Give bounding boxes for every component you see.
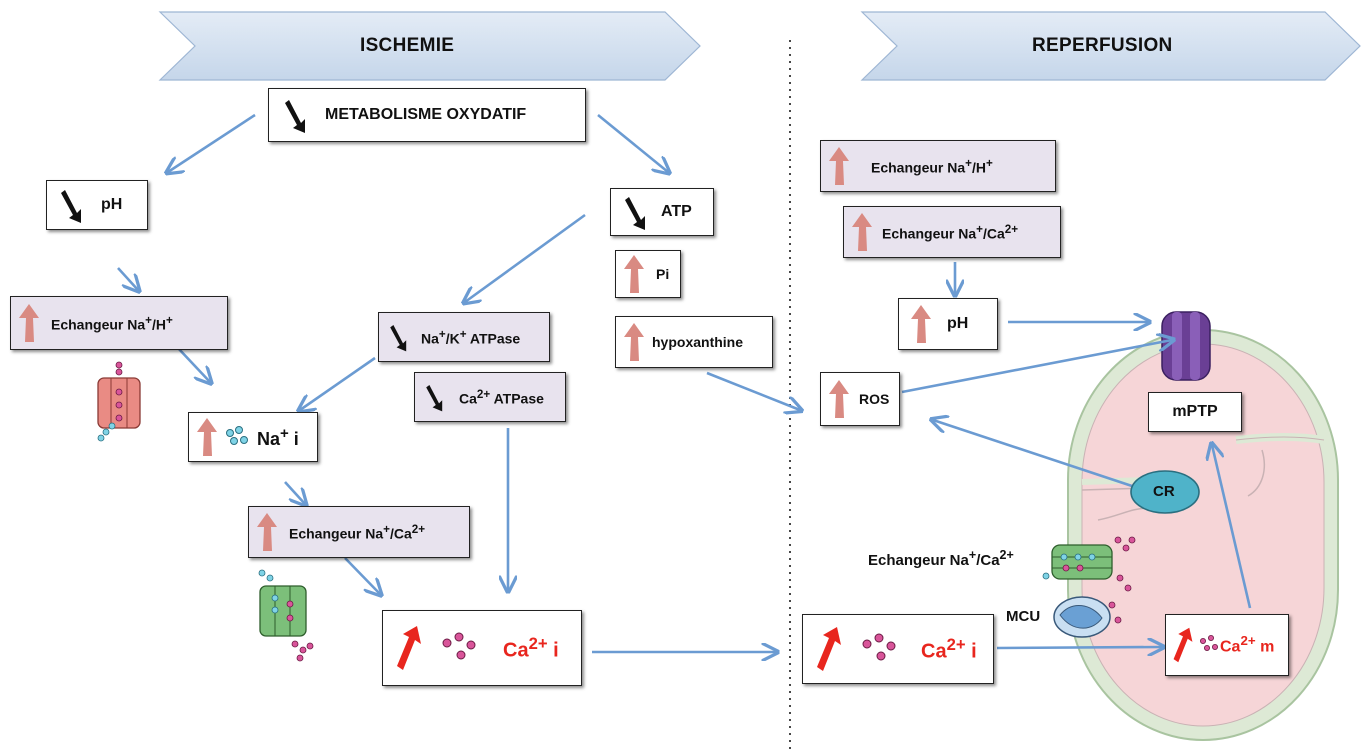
red-up-arrow-icon bbox=[1173, 627, 1193, 663]
na-i-box: Na+ i bbox=[188, 412, 318, 462]
mcu-label: MCU bbox=[1006, 608, 1041, 625]
nah-label: Echangeur Na+/H+ bbox=[51, 313, 173, 333]
rep-ph-box: pH bbox=[898, 298, 998, 350]
pi-box: Pi bbox=[615, 250, 681, 298]
ca-m-label: Ca2+ m bbox=[1220, 633, 1275, 656]
ischemie-title: ISCHEMIE bbox=[360, 35, 455, 56]
ischemie-banner bbox=[158, 11, 701, 81]
nah-exchanger-illustration bbox=[97, 361, 141, 442]
up-arrow-icon bbox=[829, 147, 849, 185]
up-arrow-icon bbox=[197, 418, 217, 456]
ph-label: pH bbox=[101, 196, 123, 213]
down-arrow-icon bbox=[625, 197, 645, 230]
reperfusion-title: REPERFUSION bbox=[1032, 35, 1173, 56]
hypoxanthine-label: hypoxanthine bbox=[652, 334, 744, 350]
up-arrow-icon bbox=[852, 213, 872, 251]
down-arrow-icon bbox=[390, 325, 407, 352]
arrow-ros-mptp bbox=[901, 340, 1172, 394]
mito-naca-label: Echangeur Na+/Ca2+ bbox=[868, 548, 1014, 569]
arrow-metab-atp bbox=[597, 113, 668, 172]
arrow-nai-naca bbox=[284, 481, 305, 504]
rep-ca-i-box: Ca2+ i bbox=[802, 614, 994, 684]
hypoxanthine-box: hypoxanthine bbox=[615, 316, 773, 368]
up-arrow-icon bbox=[19, 304, 39, 342]
naca-exchanger-illustration bbox=[258, 569, 314, 662]
cr-label: CR bbox=[1153, 483, 1175, 500]
down-arrow-icon bbox=[61, 190, 81, 223]
arrow-naca-cai bbox=[344, 557, 380, 594]
rep-ph-label: pH bbox=[947, 315, 969, 332]
up-arrow-icon bbox=[624, 323, 644, 361]
arrow-hypox-ros bbox=[706, 371, 800, 410]
mptp-channel bbox=[1161, 311, 1211, 381]
arrow-atp-nak bbox=[465, 213, 586, 302]
sodium-ions-icon bbox=[226, 426, 248, 445]
ca-atpase-label: Ca2+ ATPase bbox=[459, 387, 544, 407]
ros-box: ROS bbox=[820, 372, 900, 426]
ros-label: ROS bbox=[859, 391, 890, 407]
na-i-label: Na+ i bbox=[257, 424, 299, 449]
metabolisme-label: METABOLISME OXYDATIF bbox=[325, 106, 527, 123]
nak-atpase-box: Na+/K+ ATPase bbox=[378, 312, 550, 362]
arrow-metab-ph bbox=[168, 113, 256, 172]
up-arrow-icon bbox=[911, 305, 931, 343]
calcium-ions-icon bbox=[442, 632, 476, 660]
cr-complex bbox=[1130, 470, 1200, 514]
ca-atpase-box: Ca2+ ATPase bbox=[414, 372, 566, 422]
atp-box: ATP bbox=[610, 188, 714, 236]
rep-nah-label: Echangeur Na+/H+ bbox=[871, 156, 993, 176]
red-up-arrow-icon bbox=[817, 627, 841, 671]
naca-label: Echangeur Na+/Ca2+ bbox=[289, 522, 426, 542]
nah-box: Echangeur Na+/H+ bbox=[10, 296, 228, 350]
down-arrow-icon bbox=[285, 100, 305, 133]
atp-label: ATP bbox=[661, 203, 692, 220]
ph-box: pH bbox=[46, 180, 148, 230]
rep-naca-label: Echangeur Na+/Ca2+ bbox=[882, 222, 1019, 242]
calcium-ions-icon bbox=[1200, 635, 1218, 651]
arrow-cai-cam bbox=[996, 647, 1162, 648]
reperfusion-banner bbox=[860, 11, 1361, 81]
mptp-box: mPTP bbox=[1148, 392, 1242, 432]
up-arrow-icon bbox=[257, 513, 277, 551]
calcium-ions-icon bbox=[862, 633, 896, 661]
arrow-ph-nah bbox=[117, 267, 138, 290]
arrow-nak-nai bbox=[300, 356, 376, 410]
rep-ca-i-label: Ca2+ i bbox=[921, 634, 977, 663]
mcu-illustration bbox=[1053, 596, 1122, 638]
down-arrow-icon bbox=[426, 385, 443, 412]
nak-label: Na+/K+ ATPase bbox=[421, 327, 521, 347]
rep-naca-box: Echangeur Na+/Ca2+ bbox=[843, 206, 1061, 258]
metabolisme-box: METABOLISME OXYDATIF bbox=[268, 88, 586, 142]
ca-i-label: Ca2+ i bbox=[503, 633, 559, 662]
up-arrow-icon bbox=[624, 255, 644, 293]
rep-nah-box: Echangeur Na+/H+ bbox=[820, 140, 1056, 192]
ca-m-box: Ca2+ m bbox=[1165, 614, 1289, 676]
red-up-arrow-icon bbox=[397, 626, 421, 670]
mptp-label: mPTP bbox=[1172, 403, 1218, 420]
up-arrow-icon bbox=[829, 380, 849, 418]
ca-i-box: Ca2+ i bbox=[382, 610, 582, 686]
naca-box: Echangeur Na+/Ca2+ bbox=[248, 506, 470, 558]
arrow-cam-mptp bbox=[1212, 445, 1252, 609]
arrow-nah-nai bbox=[177, 347, 210, 382]
arrow-cr-ros bbox=[933, 420, 1139, 490]
pi-label: Pi bbox=[656, 266, 670, 282]
mito-naca-exchanger-illustration bbox=[1042, 536, 1136, 592]
